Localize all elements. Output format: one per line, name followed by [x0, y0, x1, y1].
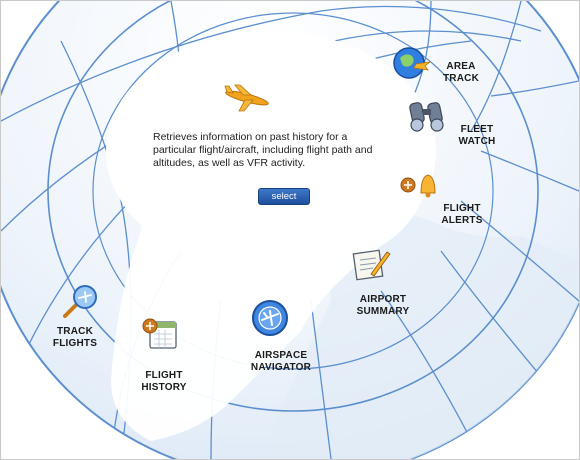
- flight-history-label[interactable]: FLIGHT HISTORY: [141, 370, 187, 393]
- binoculars-icon[interactable]: [405, 99, 449, 133]
- compass-plane-icon[interactable]: [250, 298, 290, 338]
- globe-arrow-icon[interactable]: [392, 46, 432, 82]
- alert-bell-icon[interactable]: [399, 169, 439, 201]
- airplane-icon: [224, 84, 269, 112]
- area-track-label[interactable]: AREA TRACK: [443, 61, 479, 84]
- feature-description: Retrieves information on past history fo…: [153, 131, 373, 169]
- fleet-watch-label[interactable]: FLEET WATCH: [458, 124, 496, 147]
- notepad-icon[interactable]: [351, 246, 391, 282]
- select-button[interactable]: select: [258, 188, 310, 205]
- track-flights-label[interactable]: TRACK FLIGHTS: [52, 326, 98, 349]
- airport-summary-label[interactable]: AIRPORT SUMMARY: [356, 294, 410, 317]
- airspace-navigator-label[interactable]: AIRSPACE NAVIGATOR: [250, 350, 312, 373]
- calendar-plane-icon[interactable]: [140, 314, 184, 354]
- magnifier-plane-icon[interactable]: [59, 284, 103, 320]
- flight-alerts-label[interactable]: FLIGHT ALERTS: [441, 203, 483, 226]
